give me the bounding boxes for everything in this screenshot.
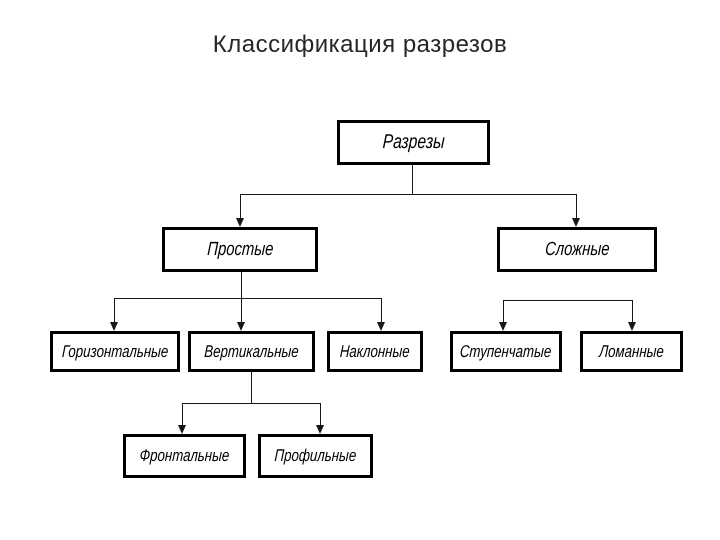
node-prostye-label: Простые [206,238,274,260]
node-frontalnye-label: Фронтальные [139,446,230,465]
node-slozhnye-label: Сложные [544,238,610,260]
connector-slozhnye-children-hline [503,300,632,301]
node-gorizontalnye: Горизонтальные [50,331,180,372]
node-vertikalnye: Вертикальные [188,331,315,372]
connector-drop-gorizontalnye [114,298,115,323]
node-lomannye-label: Ломанные [598,341,665,361]
connector-prostye-children-hline [114,298,381,299]
node-prostye: Простые [162,227,318,272]
node-razrezy-label: Разрезы [381,131,446,153]
connector-drop-lomannye [632,300,633,323]
connector-drop-profilnye [320,403,321,426]
node-naklonnye-label: Наклонные [339,341,411,361]
node-lomannye: Ломанные [580,331,683,372]
arrowhead-down-icon [316,425,324,434]
node-naklonnye: Наклонные [327,331,423,372]
connector-drop-vertikalnye [241,298,242,323]
connector-drop-prostye [240,194,241,219]
connector-vertikalnye-stem [251,372,252,403]
arrowhead-down-icon [628,322,636,331]
arrowhead-down-icon [178,425,186,434]
node-gorizontalnye-label: Горизонтальные [61,341,169,361]
arrowhead-down-icon [499,322,507,331]
arrowhead-down-icon [236,218,244,227]
node-vertikalnye-label: Вертикальные [203,341,300,361]
connector-drop-frontalnye [182,403,183,426]
node-profilnye-label: Профильные [274,446,357,465]
node-slozhnye: Сложные [497,227,657,272]
connector-level2-hline [240,194,576,195]
connector-prostye-stem [241,272,242,298]
arrowhead-down-icon [572,218,580,227]
arrowhead-down-icon [237,322,245,331]
connector-drop-naklonnye [381,298,382,323]
arrowhead-down-icon [377,322,385,331]
arrowhead-down-icon [110,322,118,331]
connector-vertikalnye-children-hline [182,403,320,404]
page-title: Классификация разрезов [212,31,508,58]
node-stupenchatye-label: Ступенчатые [459,341,553,361]
connector-drop-stupenchatye [503,300,504,323]
node-profilnye: Профильные [258,434,373,478]
node-stupenchatye: Ступенчатые [450,331,562,372]
node-razrezy: Разрезы [337,120,490,165]
connector-drop-slozhnye [576,194,577,219]
connector-root-stem [412,165,413,194]
node-frontalnye: Фронтальные [123,434,246,478]
